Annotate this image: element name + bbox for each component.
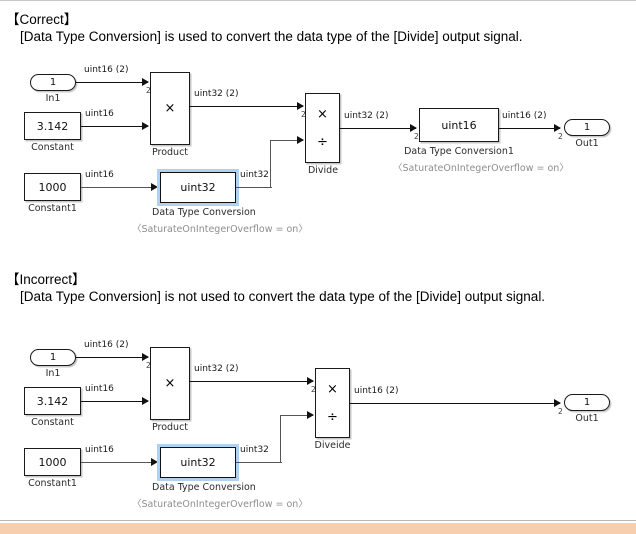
- block-out1-label: Out1: [575, 138, 599, 149]
- block-product-label: Product: [151, 422, 189, 433]
- incorrect-section-title: 【Incorrect】: [6, 272, 86, 287]
- arrow-dtc-divide: [307, 410, 314, 419]
- block-divide[interactable]: × ÷: [315, 368, 350, 438]
- block-constant1-label: Constant1: [28, 203, 77, 214]
- block-constant-label: Constant: [31, 417, 74, 428]
- wire-constant-product: [81, 400, 148, 403]
- block-constant[interactable]: 3.142: [24, 112, 81, 140]
- signal-dtc-to-divide: uint32: [240, 445, 269, 455]
- divide-op-multiply: ×: [327, 381, 338, 397]
- block-in1[interactable]: 1: [30, 349, 76, 366]
- wire-constant-product: [81, 125, 148, 128]
- arrow-constant1-dtc: [151, 457, 158, 466]
- wire-in1-product: [76, 356, 148, 359]
- wire-dtc-divide: [270, 139, 303, 141]
- wire-dtc-up: [270, 140, 271, 188]
- block-product[interactable]: ×: [150, 347, 190, 420]
- arrow-constant-product: [142, 121, 149, 130]
- divide-op-multiply: ×: [317, 106, 328, 122]
- signal-dtc-to-divide: uint32: [240, 170, 269, 180]
- bottom-accent-bar: [0, 523, 636, 534]
- portnum-divide-in1: 2: [301, 110, 306, 119]
- block-divide-label: Diveide: [314, 440, 351, 451]
- block-in1-label: In1: [45, 93, 61, 104]
- block-data-type-conversion1[interactable]: uint16: [419, 108, 499, 142]
- wire-in1-product: [76, 81, 148, 84]
- block-out1-label: Out1: [575, 413, 599, 424]
- arrow-constant1-dtc: [151, 182, 158, 191]
- divide-op-divide: ÷: [317, 134, 328, 150]
- block-data-type-conversion[interactable]: uint32: [157, 444, 239, 481]
- block-data-type-conversion-label: Data Type Conversion: [152, 482, 256, 493]
- product-op-multiply: ×: [164, 101, 176, 116]
- wire-constant1-dtc: [81, 462, 156, 463]
- signal-dtc1-to-out1: uint16 (2): [502, 111, 547, 121]
- wire-product-divide: [190, 380, 313, 383]
- correct-section-title: 【Correct】: [6, 12, 78, 27]
- block-constant-label: Constant: [31, 142, 74, 153]
- signal-in1-to-product: uint16 (2): [84, 340, 129, 350]
- wire-constant1-dtc: [81, 187, 156, 188]
- portnum-product-in1: 2: [146, 86, 151, 95]
- portnum-out1-in: 2: [558, 132, 563, 141]
- arrow-constant-product: [142, 396, 149, 405]
- signal-constant-to-product: uint16: [85, 109, 114, 119]
- arrow-dtc-divide: [297, 135, 304, 144]
- arrow-dtc1-out1: [554, 123, 561, 132]
- signal-divide-to-dtc1: uint32 (2): [344, 111, 389, 121]
- block-divide[interactable]: × ÷: [305, 93, 340, 163]
- product-op-multiply: ×: [164, 376, 176, 391]
- signal-product-to-divide: uint32 (2): [194, 89, 239, 99]
- portnum-divide-in1: 2: [311, 385, 316, 394]
- portnum-out1-in: 2: [558, 407, 563, 416]
- block-data-type-conversion-sublabel: 〈SaturateOnIntegerOverflow = on〉: [132, 499, 308, 510]
- block-constant1[interactable]: 1000: [24, 173, 81, 201]
- block-divide-label: Divide: [307, 165, 339, 176]
- block-data-type-conversion-label: Data Type Conversion: [152, 207, 256, 218]
- arrow-divide-dtc1: [410, 123, 417, 132]
- arrow-in1-product: [142, 77, 149, 86]
- signal-divide-to-out1: uint16 (2): [354, 386, 399, 396]
- block-data-type-conversion[interactable]: uint32: [157, 169, 239, 206]
- portnum-product-in1: 2: [146, 361, 151, 370]
- correct-section-body: [Data Type Conversion] is used to conver…: [20, 29, 523, 44]
- signal-constant-to-product: uint16: [85, 384, 114, 394]
- block-in1[interactable]: 1: [30, 74, 76, 91]
- top-divider: [0, 0, 636, 1]
- wire-dtc-right: [236, 462, 282, 463]
- diagram-incorrect: 1 In1 uint16 (2) 2 3.142 Constant uint16…: [0, 335, 636, 525]
- arrow-product-divide: [307, 376, 314, 385]
- signal-in1-to-product: uint16 (2): [84, 65, 129, 75]
- incorrect-section-body: [Data Type Conversion] is not used to co…: [20, 289, 546, 304]
- wire-dtc-right: [236, 187, 272, 188]
- block-data-type-conversion-sublabel: 〈SaturateOnIntegerOverflow = on〉: [132, 224, 308, 235]
- arrow-in1-product: [142, 352, 149, 361]
- wire-dtc-up: [280, 415, 281, 463]
- wire-dtc1-out1: [499, 127, 560, 130]
- diagram-correct: 1 In1 uint16 (2) 2 3.142 Constant uint16…: [0, 60, 636, 250]
- block-data-type-conversion1-label: Data Type Conversion1: [404, 146, 514, 157]
- divide-op-divide: ÷: [327, 409, 338, 425]
- signal-product-to-divide: uint32 (2): [194, 364, 239, 374]
- wire-dtc-divide: [280, 414, 313, 416]
- bottom-divider: [0, 520, 636, 521]
- signal-constant1-to-dtc: uint16: [85, 445, 114, 455]
- block-constant1-label: Constant1: [28, 478, 77, 489]
- block-constant[interactable]: 3.142: [24, 387, 81, 415]
- block-product[interactable]: ×: [150, 72, 190, 145]
- portnum-dtc1-in: 2: [414, 132, 419, 141]
- block-out1[interactable]: 1: [564, 119, 610, 136]
- wire-divide-out1: [350, 402, 560, 405]
- block-in1-label: In1: [45, 368, 61, 379]
- block-data-type-conversion1-sublabel: 〈SaturateOnIntegerOverflow = on〉: [393, 163, 569, 174]
- block-product-label: Product: [151, 147, 189, 158]
- wire-divide-dtc1: [340, 127, 416, 130]
- block-constant1[interactable]: 1000: [24, 448, 81, 476]
- arrow-product-divide: [297, 101, 304, 110]
- signal-constant1-to-dtc: uint16: [85, 170, 114, 180]
- block-out1[interactable]: 1: [564, 394, 610, 411]
- arrow-divide-out1: [554, 398, 561, 407]
- wire-product-divide: [190, 105, 303, 108]
